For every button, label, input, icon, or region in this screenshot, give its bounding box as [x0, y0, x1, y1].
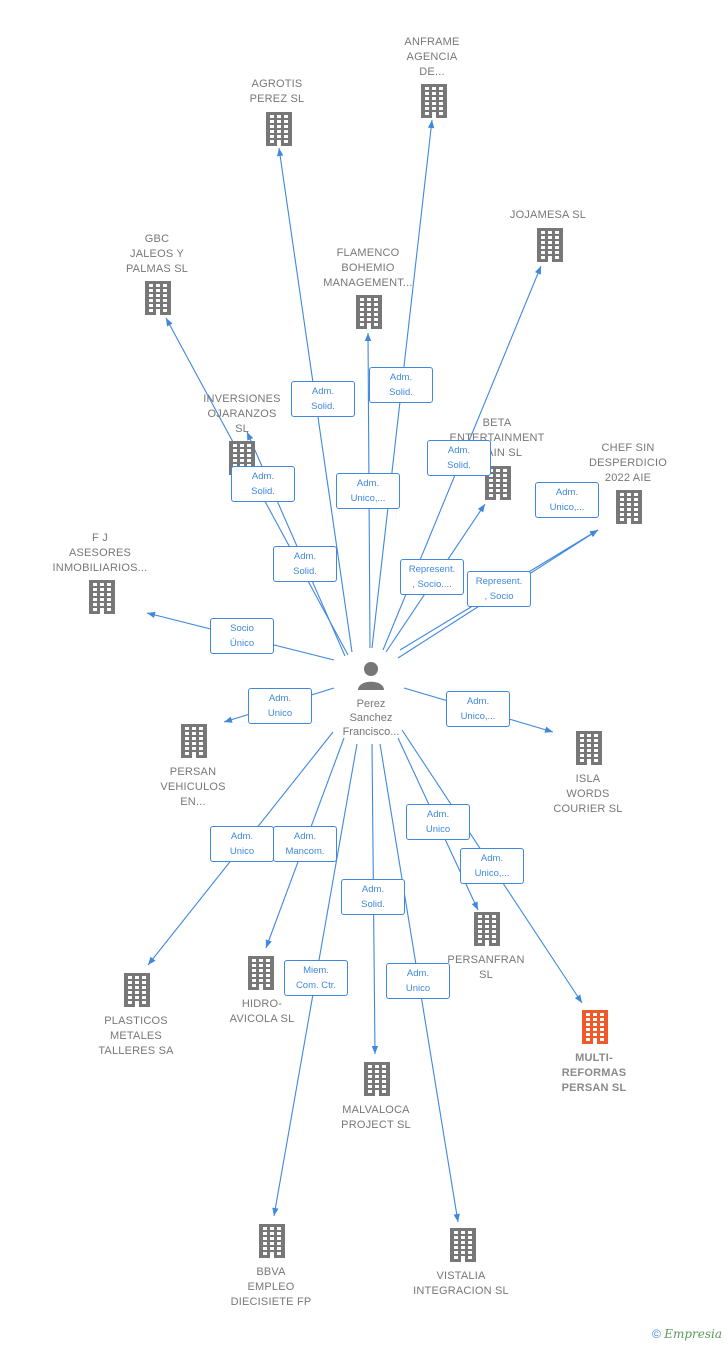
company-label: MULTI- REFORMAS PERSAN SL	[561, 1052, 627, 1094]
arrowhead-icon	[544, 726, 553, 733]
arrowhead-icon	[574, 994, 582, 1003]
center-person-node[interactable]: Perez Sanchez Francisco...	[326, 660, 416, 739]
company-label: F J ASESORES INMOBILIARIOS...	[52, 532, 148, 574]
company-node-multi[interactable]: MULTI- REFORMAS PERSAN SL	[529, 1051, 659, 1096]
company-node-gbc[interactable]: GBC JALEOS Y PALMAS SL	[92, 232, 222, 277]
relation-label[interactable]: Adm. Solid.	[369, 367, 433, 403]
building-icon[interactable]	[257, 1224, 287, 1263]
company-label: CHEF SIN DESPERDICIO 2022 AIE	[589, 442, 667, 484]
arrowhead-icon	[166, 318, 173, 327]
credit: © Empresia	[652, 1327, 722, 1341]
relation-label[interactable]: Adm. Unico,...	[460, 848, 524, 884]
arrowhead-icon	[247, 432, 254, 441]
company-label: PERSANFRAN SL	[447, 954, 525, 981]
arrowhead-icon	[589, 530, 598, 537]
company-node-persanveh[interactable]: PERSAN VEHICULOS EN...	[128, 765, 258, 810]
company-node-agrotis[interactable]: AGROTIS PEREZ SL	[212, 77, 342, 107]
company-label: JOJAMESA SL	[509, 209, 587, 221]
center-person-label: Perez Sanchez Francisco...	[342, 698, 400, 738]
arrowhead-icon	[147, 611, 156, 619]
building-icon[interactable]	[354, 295, 384, 334]
relation-label[interactable]: Socio Único	[210, 618, 274, 654]
relation-label[interactable]: Represent. , Socio	[467, 571, 531, 607]
relation-label[interactable]: Adm. Solid.	[273, 546, 337, 582]
arrowhead-icon	[371, 1045, 379, 1054]
company-label: HIDRO- AVICOLA SL	[229, 998, 295, 1025]
brand-logo-text: Empresia	[664, 1327, 722, 1341]
arrowhead-icon	[265, 939, 272, 948]
company-node-chef[interactable]: CHEF SIN DESPERDICIO 2022 AIE	[563, 441, 693, 486]
company-label: PLASTICOS METALES TALLERES SA	[98, 1015, 174, 1057]
building-icon[interactable]	[448, 1228, 478, 1267]
company-label: ANFRAME AGENCIA DE...	[404, 36, 460, 78]
arrowhead-icon	[276, 148, 284, 157]
copyright-symbol: ©	[652, 1327, 661, 1341]
arrowhead-icon	[427, 120, 435, 129]
relation-label[interactable]: Adm. Solid.	[291, 381, 355, 417]
arrowhead-icon	[534, 266, 541, 275]
building-icon[interactable]	[264, 112, 294, 151]
arrowhead-icon	[477, 504, 485, 513]
relation-label[interactable]: Adm. Unico	[210, 826, 274, 862]
building-icon[interactable]	[419, 84, 449, 123]
company-node-isla[interactable]: ISLA WORDS COURIER SL	[523, 772, 653, 817]
company-label: FLAMENCO BOHEMIO MANAGEMENT...	[323, 247, 413, 289]
building-icon[interactable]	[535, 228, 565, 267]
arrowhead-icon	[148, 956, 156, 965]
building-icon[interactable]	[246, 956, 276, 995]
company-node-flamenco[interactable]: FLAMENCO BOHEMIO MANAGEMENT...	[303, 246, 433, 291]
building-icon[interactable]	[574, 731, 604, 770]
relation-label[interactable]: Adm. Unico,...	[446, 691, 510, 727]
arrowhead-icon	[224, 716, 233, 723]
building-icon[interactable]	[87, 580, 117, 619]
company-node-persanfran[interactable]: PERSANFRAN SL	[421, 953, 551, 983]
company-node-vistalia[interactable]: VISTALIA INTEGRACION SL	[396, 1269, 526, 1299]
arrowhead-icon	[364, 333, 372, 342]
person-icon	[358, 662, 384, 690]
company-label: AGROTIS PEREZ SL	[249, 78, 305, 105]
company-label: BBVA EMPLEO DIECISIETE FP	[230, 1266, 312, 1308]
building-icon[interactable]	[122, 973, 152, 1012]
company-label: MALVALOCA PROJECT SL	[341, 1104, 411, 1131]
relation-label[interactable]: Adm. Solid.	[231, 466, 295, 502]
relation-label[interactable]: Miem. Com. Ctr.	[284, 960, 348, 996]
relation-label[interactable]: Adm. Unico	[248, 688, 312, 724]
company-label: PERSAN VEHICULOS EN...	[160, 766, 226, 808]
company-node-malvaloca[interactable]: MALVALOCA PROJECT SL	[311, 1103, 441, 1133]
company-node-jojamesa[interactable]: JOJAMESA SL	[483, 208, 613, 223]
company-node-inversiones[interactable]: INVERSIONES OJARANZOS SL	[177, 392, 307, 437]
company-label: INVERSIONES OJARANZOS SL	[203, 393, 281, 435]
relation-label[interactable]: Adm. Unico,...	[535, 482, 599, 518]
company-node-anframe[interactable]: ANFRAME AGENCIA DE...	[367, 35, 497, 80]
building-icon[interactable]	[143, 281, 173, 320]
company-label: VISTALIA INTEGRACION SL	[413, 1270, 509, 1297]
relation-label[interactable]: Adm. Solid.	[427, 440, 491, 476]
building-icon[interactable]	[179, 724, 209, 763]
company-node-hidro[interactable]: HIDRO- AVICOLA SL	[197, 997, 327, 1027]
building-icon[interactable]	[580, 1010, 610, 1049]
company-node-plasticos[interactable]: PLASTICOS METALES TALLERES SA	[71, 1014, 201, 1059]
arrowhead-icon	[471, 901, 478, 910]
relation-label[interactable]: Represent. , Socio....	[400, 559, 464, 595]
company-label: ISLA WORDS COURIER SL	[553, 773, 623, 815]
building-icon[interactable]	[614, 490, 644, 529]
building-icon[interactable]	[362, 1062, 392, 1101]
relation-label[interactable]: Adm. Solid.	[341, 879, 405, 915]
arrowhead-icon	[453, 1213, 460, 1222]
company-node-fj[interactable]: F J ASESORES INMOBILIARIOS...	[35, 531, 165, 576]
relation-label[interactable]: Adm. Unico	[406, 804, 470, 840]
company-node-bbva[interactable]: BBVA EMPLEO DIECISIETE FP	[206, 1265, 336, 1310]
relation-label[interactable]: Adm. Unico,...	[336, 473, 400, 509]
arrowhead-icon	[272, 1207, 279, 1216]
building-icon[interactable]	[472, 912, 502, 951]
relation-label[interactable]: Adm. Mancom.	[273, 826, 337, 862]
company-label: GBC JALEOS Y PALMAS SL	[125, 233, 189, 275]
relation-label[interactable]: Adm. Unico	[386, 963, 450, 999]
